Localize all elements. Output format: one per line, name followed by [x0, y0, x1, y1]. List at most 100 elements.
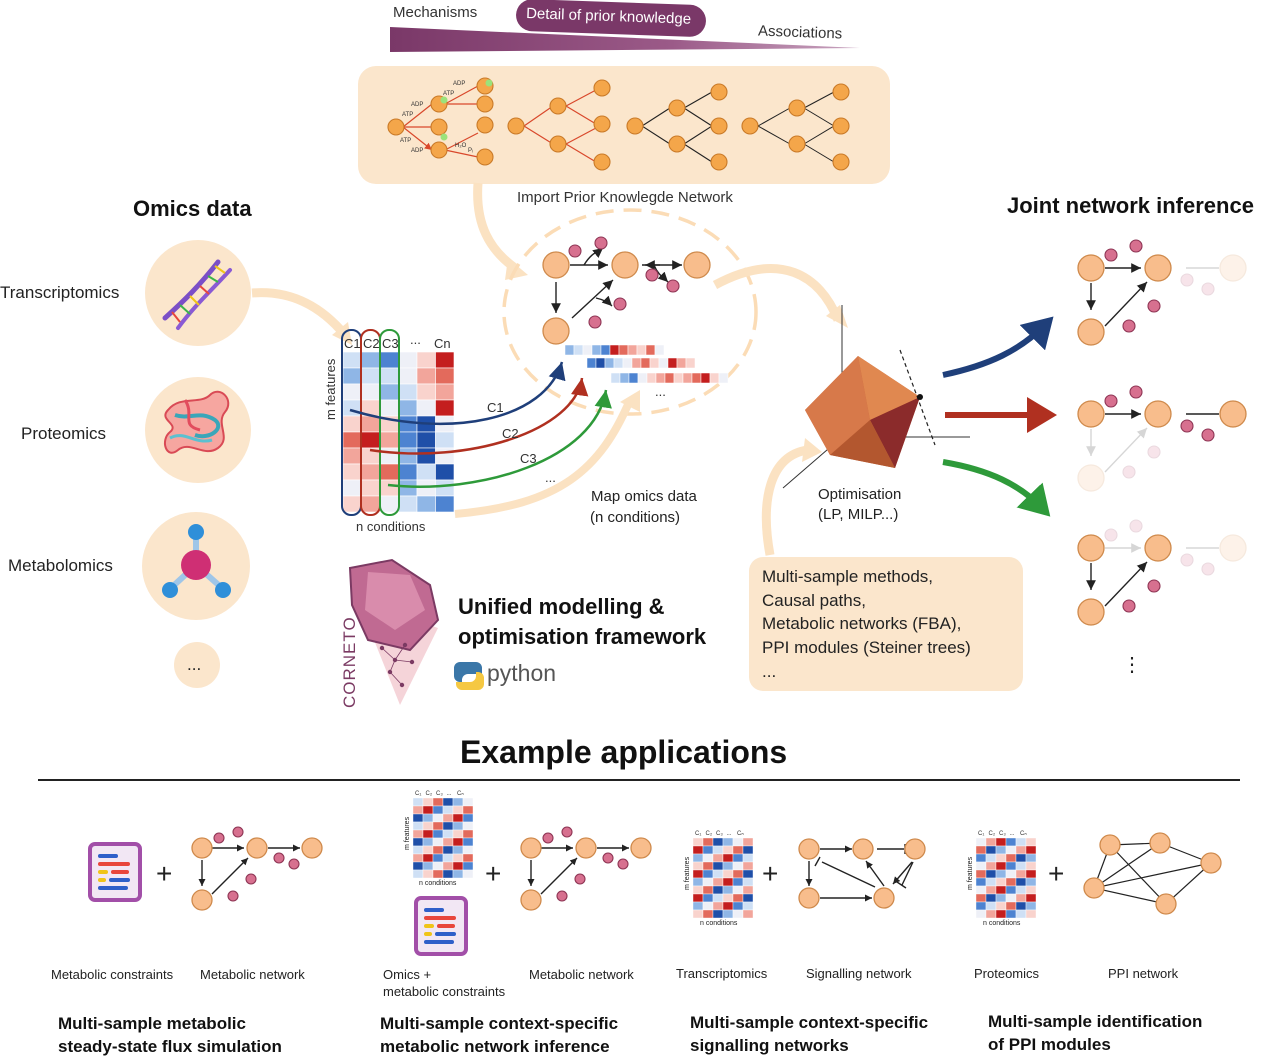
app2-left-label-2: metabolic constraints: [383, 984, 506, 999]
curve-label-c3: C3: [520, 451, 537, 466]
strip-cell: [685, 357, 696, 369]
svg-text:Cₙ: Cₙ: [1020, 831, 1027, 837]
svg-text:C₃: C₃: [999, 831, 1006, 837]
metabolite-icon: [162, 524, 231, 598]
app4-title-2: of PPI modules: [988, 1035, 1111, 1054]
map-label-2: (n conditions): [590, 509, 681, 526]
omics-item-transcriptomics: Transcriptomics: [0, 283, 120, 302]
method-item-4: ...: [762, 662, 777, 681]
app2-left-label: Omics +: [383, 967, 432, 982]
omics-item-metabolomics: Metabolomics: [8, 556, 113, 575]
app2-right-label: Metabolic network: [529, 967, 634, 982]
svg-text:H₂O: H₂O: [455, 143, 467, 149]
curve-label-c2: C2: [502, 426, 519, 441]
app3-title-2: signalling networks: [690, 1036, 849, 1055]
import-label: Import Prior Knowlegde Network: [517, 189, 733, 206]
svg-text:ADP: ADP: [411, 102, 423, 108]
matrix-col-cn: Cn: [434, 336, 451, 351]
curve-label-c1: C1: [487, 400, 504, 415]
plus-3: +: [762, 858, 779, 889]
optimisation-line1: Optimisation: [818, 486, 902, 503]
app1-left-label: Metabolic constraints: [51, 967, 174, 982]
omics-item-proteomics: Proteomics: [21, 424, 107, 443]
app1-title-2: steady-state flux simulation: [58, 1037, 282, 1056]
framework-line1: Unified modelling &: [458, 594, 665, 619]
method-item-0: Multi-sample methods,: [762, 567, 934, 586]
svg-text:ATP: ATP: [443, 91, 454, 97]
matrix-col-c3: C3: [382, 336, 399, 351]
app4-right-label: PPI network: [1108, 966, 1179, 981]
dna-icon: [162, 259, 232, 330]
svg-text:C₁: C₁: [978, 831, 984, 837]
constraints-icon-2: [414, 896, 468, 956]
more-omics-circle: [174, 642, 220, 688]
inferred-network: [1077, 519, 1247, 626]
svg-text:C₁: C₁: [415, 791, 421, 797]
app2-title-1: Multi-sample context-specific: [380, 1014, 619, 1033]
strip-cell: [718, 372, 729, 384]
svg-text:...: ...: [447, 791, 452, 797]
examples-divider: [38, 779, 1240, 781]
svg-text:C₃: C₃: [436, 791, 443, 797]
svg-text:ATP: ATP: [400, 138, 411, 144]
app4-title-1: Multi-sample identification: [988, 1012, 1203, 1031]
app4-left-label: Proteomics: [974, 966, 1040, 981]
plus-1: +: [156, 858, 173, 889]
method-item-1: Causal paths,: [762, 591, 866, 610]
method-item-3: PPI modules (Steiner trees): [762, 638, 971, 657]
mini-mat-features-1: m features: [404, 816, 411, 850]
python-text: python: [487, 660, 557, 686]
strip-cell: [654, 344, 665, 356]
svg-text:...: ...: [1010, 831, 1015, 837]
joint-more: ⋮: [1122, 654, 1142, 676]
svg-text:Cₙ: Cₙ: [457, 791, 464, 797]
matrix-conditions-label: n conditions: [356, 519, 426, 534]
methods-panel: Multi-sample methods, Causal paths, Meta…: [749, 557, 1023, 691]
inferred-network: [1077, 385, 1247, 492]
transcriptomics-circle: [145, 240, 251, 346]
mini-metabolic-network: [520, 826, 652, 911]
svg-text:C₂: C₂: [989, 831, 996, 837]
matrix-col-c1: C1: [344, 336, 361, 351]
svg-text:...: ...: [727, 831, 732, 837]
app2-title-2: metabolic network inference: [380, 1037, 610, 1056]
plus-2: +: [485, 858, 502, 889]
svg-text:C₂: C₂: [426, 791, 433, 797]
mechanisms-label: Mechanisms: [393, 4, 478, 21]
matrix-col-dots: ...: [410, 332, 421, 347]
mini-mat-features-3: m features: [967, 856, 974, 890]
omics-title: Omics data: [133, 196, 252, 221]
app1-title-1: Multi-sample metabolic: [58, 1014, 246, 1033]
svg-text:C₃: C₃: [716, 831, 723, 837]
inferred-network: [1077, 239, 1247, 346]
examples-title: Example applications: [460, 734, 788, 770]
strip-ellipsis: ...: [655, 384, 666, 399]
svg-text:Pᵢ: Pᵢ: [468, 148, 473, 154]
protein-icon: [163, 390, 230, 454]
plus-4: +: [1048, 858, 1065, 889]
mini-mat-conditions-3: n conditions: [983, 920, 1021, 927]
svg-text:C₁: C₁: [695, 831, 701, 837]
framework-line2: optimisation framework: [458, 624, 707, 649]
svg-text:C₂: C₂: [706, 831, 713, 837]
omics-item-more: ...: [187, 655, 202, 674]
mini-mat-features-2: m features: [684, 856, 691, 890]
matrix-col-c2: C2: [363, 336, 380, 351]
mini-metabolic-network: [191, 826, 323, 911]
optimisation-line2: (LP, MILP...): [818, 506, 899, 523]
matrix-cell: [435, 495, 455, 513]
constraints-icon: [88, 842, 142, 902]
app1-right-label: Metabolic network: [200, 967, 305, 982]
